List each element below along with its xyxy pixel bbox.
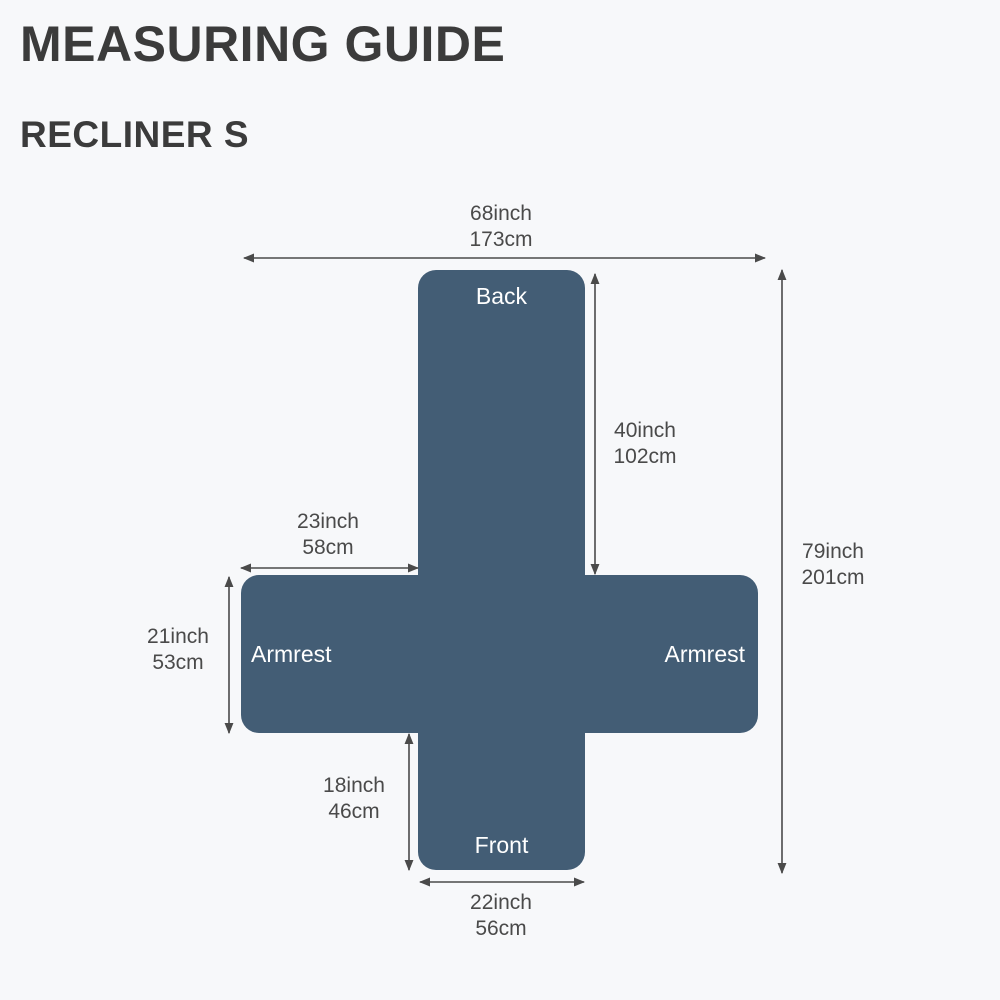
armrest-right-label: Armrest — [664, 641, 746, 667]
total-length-label: 79inch 201cm — [773, 539, 893, 591]
product-name: RECLINER S — [20, 114, 250, 155]
back-length-label: 40inch 102cm — [585, 418, 705, 470]
front-length-label: 18inch 46cm — [294, 773, 414, 825]
total-length-cm: 201cm — [801, 566, 865, 589]
page-title: MEASURING GUIDE — [20, 16, 506, 72]
cover-vertical-section — [418, 270, 585, 870]
armrest-width-inch: 21inch — [147, 625, 209, 648]
total-width-cm: 173cm — [469, 228, 533, 251]
armrest-length-cm: 58cm — [302, 536, 354, 559]
armrest-width-label: 21inch 53cm — [118, 624, 238, 676]
seat-width-cm: 56cm — [475, 917, 527, 940]
seat-width-label: 22inch 56cm — [441, 890, 561, 942]
cover-armrest-section — [241, 575, 758, 733]
front-length-inch: 18inch — [323, 774, 385, 797]
seat-width-inch: 22inch — [470, 891, 532, 914]
armrest-left-label: Armrest — [251, 641, 332, 667]
armrest-width-cm: 53cm — [152, 651, 204, 674]
armrest-length-label: 23inch 58cm — [268, 509, 388, 561]
back-label: Back — [475, 283, 528, 309]
front-length-cm: 46cm — [328, 800, 380, 823]
armrest-length-inch: 23inch — [297, 510, 359, 533]
total-width-label: 68inch 173cm — [441, 201, 561, 253]
back-length-cm: 102cm — [613, 445, 677, 468]
total-width-inch: 68inch — [470, 202, 532, 225]
back-length-inch: 40inch — [614, 419, 676, 442]
front-label: Front — [474, 832, 529, 858]
total-length-inch: 79inch — [802, 540, 864, 563]
